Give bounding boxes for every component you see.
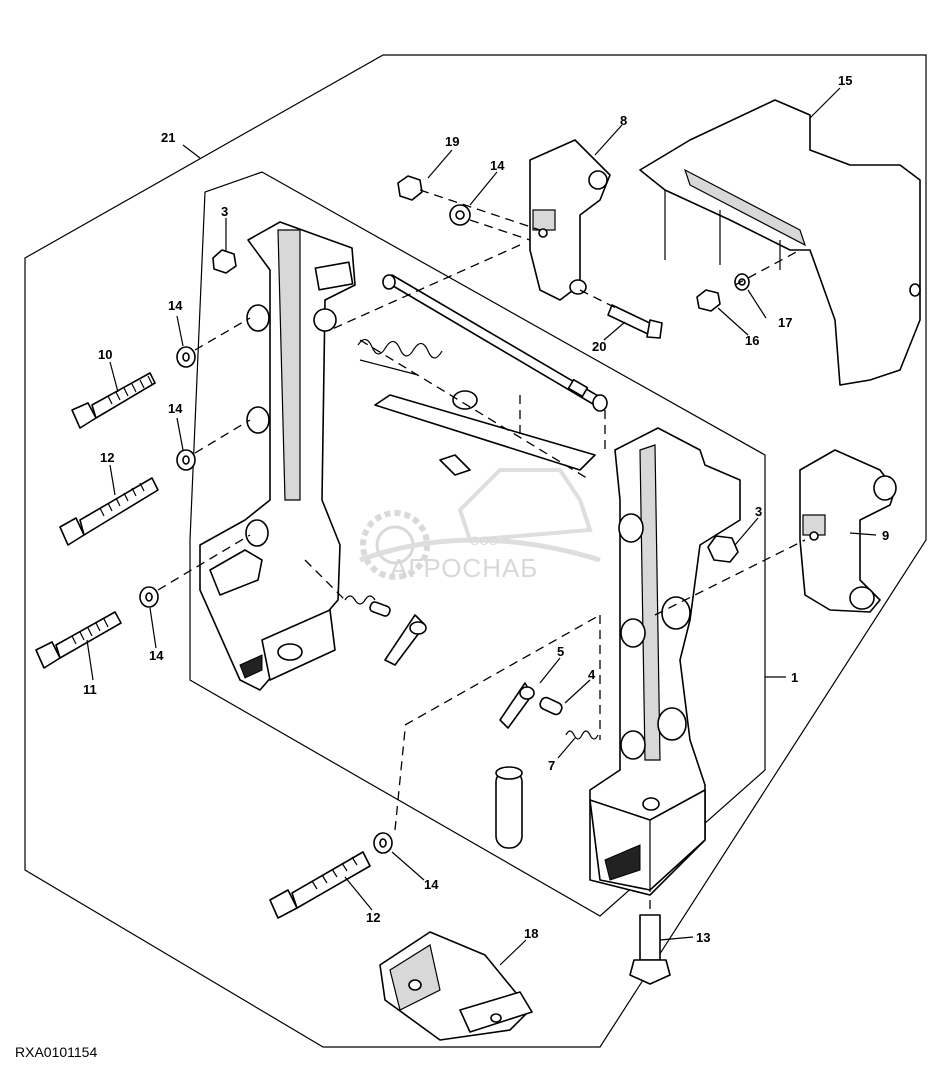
bolt-13 xyxy=(629,914,671,985)
latch-block-9 xyxy=(799,449,897,613)
assembly-lines xyxy=(157,189,806,915)
spring-7 xyxy=(565,730,599,740)
callout-14-e: 14 xyxy=(490,158,505,173)
callout-14-d: 14 xyxy=(424,877,439,892)
washers xyxy=(139,204,750,854)
callout-12-upper: 12 xyxy=(100,450,114,465)
callout-16: 16 xyxy=(745,333,759,348)
cylinder-pin xyxy=(495,766,523,849)
callout-20: 20 xyxy=(592,339,606,354)
callout-8: 8 xyxy=(620,113,627,128)
callout-labels: 21 3 14 10 14 12 11 14 12 14 19 14 8 15 … xyxy=(83,73,889,945)
bolt-20 xyxy=(607,304,663,339)
callout-10: 10 xyxy=(98,347,112,362)
pin-4 xyxy=(539,696,563,716)
latch-pawl-left xyxy=(344,595,427,666)
outer-assembly-boundary xyxy=(24,54,927,1048)
callout-4: 4 xyxy=(588,667,596,682)
callout-14-c: 14 xyxy=(149,648,164,663)
callout-5: 5 xyxy=(557,644,564,659)
cross-shaft xyxy=(382,274,608,412)
latch-pawl-right xyxy=(499,682,535,729)
callout-3-right: 3 xyxy=(755,504,762,519)
callout-17: 17 xyxy=(778,315,792,330)
callout-1: 1 xyxy=(791,670,798,685)
callout-3-left: 3 xyxy=(221,204,228,219)
right-bracket xyxy=(589,427,741,896)
callout-19: 19 xyxy=(445,134,459,149)
callout-14-b: 14 xyxy=(168,401,183,416)
callout-14-a: 14 xyxy=(168,298,183,313)
watermark-prefix: ООО xyxy=(470,534,498,548)
latch-block-8 xyxy=(529,139,611,301)
guard-cover-15 xyxy=(639,99,921,386)
callout-9: 9 xyxy=(882,528,889,543)
figure-id-label: RXA0101154 xyxy=(15,1044,98,1060)
bolt-12-lower xyxy=(269,851,371,919)
bolt-11 xyxy=(35,611,122,669)
callout-13: 13 xyxy=(696,930,710,945)
link-plate xyxy=(374,390,596,476)
watermark-name: АГРОСНАБ xyxy=(390,553,538,583)
callout-21: 21 xyxy=(161,130,175,145)
wear-pad-18 xyxy=(379,931,533,1041)
inner-assembly-boundary xyxy=(189,171,766,917)
leader-lines xyxy=(86,87,877,966)
callout-7: 7 xyxy=(548,758,555,773)
bolt-10 xyxy=(71,372,156,429)
left-bracket xyxy=(199,221,356,691)
callout-12-lower: 12 xyxy=(366,910,380,925)
callout-15: 15 xyxy=(838,73,852,88)
callout-11: 11 xyxy=(83,682,97,697)
compression-spring xyxy=(357,338,443,376)
nuts xyxy=(212,175,739,563)
callout-18: 18 xyxy=(524,926,538,941)
bolt-12-upper xyxy=(59,477,159,546)
watermark-logo: ООО АГРОСНАБ xyxy=(359,468,601,583)
